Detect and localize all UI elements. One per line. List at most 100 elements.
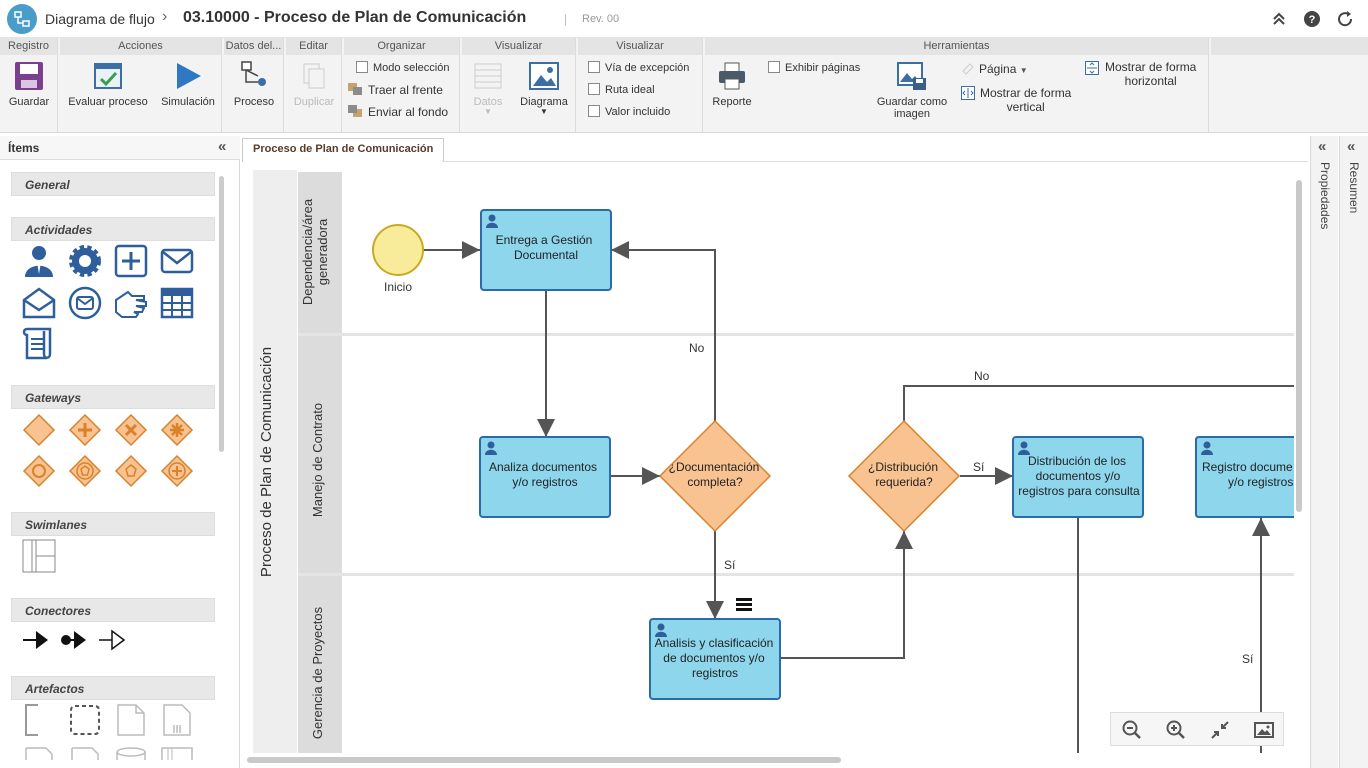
category-artifacts[interactable]: Artefactos — [11, 676, 215, 700]
script-task-icon[interactable] — [22, 327, 56, 361]
ideal-route-label: Ruta ideal — [605, 84, 655, 96]
start-event[interactable] — [372, 224, 424, 276]
sequence-flow-connector-icon[interactable] — [22, 626, 56, 654]
task-analisis-box[interactable] — [649, 618, 781, 700]
export-image-icon[interactable] — [1254, 720, 1274, 740]
process-button[interactable]: Proceso — [230, 60, 278, 108]
swimlane-icon[interactable] — [22, 539, 56, 573]
subprocess-icon[interactable] — [114, 244, 148, 278]
duplicate-button[interactable]: Duplicar — [291, 60, 337, 108]
send-to-back-button[interactable]: Enviar al fondo — [348, 105, 448, 119]
report-button[interactable]: Reporte — [709, 60, 755, 108]
sidebar-scrollbar[interactable] — [219, 176, 224, 452]
simulation-button[interactable]: Simulación — [160, 60, 216, 108]
category-connectors[interactable]: Conectores — [11, 598, 215, 622]
open-mail-icon[interactable] — [22, 286, 56, 320]
business-rule-table-icon[interactable] — [160, 286, 194, 320]
page-dropdown[interactable]: Página ▼ — [961, 61, 1028, 76]
exception-path-box[interactable] — [588, 61, 600, 73]
parallel-gateway-icon[interactable] — [68, 413, 102, 447]
task-analiza-box[interactable] — [479, 436, 611, 518]
tab-process-diagram[interactable]: Proceso de Plan de Comunicación — [242, 138, 445, 162]
show-pages-box[interactable] — [768, 61, 780, 73]
message-flow-connector-icon[interactable] — [60, 626, 94, 654]
task-entrega-box[interactable] — [480, 209, 612, 291]
data-view-dropdown[interactable]: Datos ▼ — [468, 60, 508, 116]
task-registro-fill[interactable] — [1196, 437, 1294, 517]
help-icon[interactable]: ? — [1303, 10, 1321, 28]
manual-task-hand-icon[interactable] — [114, 286, 148, 320]
lane-header-manejo[interactable] — [298, 336, 342, 573]
group-artifact-icon[interactable] — [68, 703, 102, 737]
expand-properties-icon[interactable]: « — [1318, 138, 1327, 155]
expand-summary-icon[interactable]: « — [1347, 138, 1356, 155]
evaluate-process-button[interactable]: Evaluar proceso — [66, 60, 150, 108]
flow-gateway-no-to-entrega[interactable] — [611, 241, 716, 421]
task-menu-icon[interactable] — [736, 598, 752, 611]
show-vertical-button[interactable]: Mostrar de forma vertical — [961, 86, 1071, 114]
task-distribucion-box[interactable] — [1012, 436, 1144, 518]
data-output-artifact-icon[interactable] — [68, 744, 102, 760]
fit-to-screen-icon[interactable] — [1210, 720, 1230, 740]
event-based-gateway-icon[interactable] — [68, 454, 102, 488]
exclusive-event-gateway-icon[interactable] — [114, 454, 148, 488]
ideal-route-box[interactable] — [588, 83, 600, 95]
bring-to-front-button[interactable]: Traer al frente — [348, 83, 443, 97]
service-task-gear-icon[interactable] — [68, 244, 102, 278]
module-name[interactable]: Diagrama de flujo — [45, 11, 155, 27]
selection-mode-box[interactable] — [356, 61, 368, 73]
category-general[interactable]: General — [11, 172, 215, 196]
send-mail-icon[interactable] — [160, 244, 194, 278]
included-value-box[interactable] — [588, 105, 600, 117]
annotation-artifact-icon[interactable] — [22, 703, 56, 737]
exception-path-checkbox[interactable]: Vía de excepción — [588, 61, 689, 74]
message-event-icon[interactable] — [68, 286, 102, 320]
canvas-vertical-scrollbar[interactable] — [1296, 180, 1302, 512]
properties-panel-collapsed[interactable]: « Propiedades — [1310, 136, 1338, 768]
show-horizontal-button[interactable]: Mostrar de forma horizontal — [1085, 60, 1196, 88]
document-artifact-icon[interactable] — [114, 703, 148, 737]
selection-mode-checkbox[interactable]: Modo selección — [356, 61, 449, 74]
zoom-in-icon[interactable] — [1166, 720, 1186, 740]
association-connector-icon[interactable] — [98, 626, 132, 654]
data-collection-artifact-icon[interactable] — [160, 703, 194, 737]
gateway-2-diamond[interactable] — [847, 419, 961, 533]
ideal-route-checkbox[interactable]: Ruta ideal — [588, 83, 655, 96]
category-swimlanes[interactable]: Swimlanes — [11, 512, 215, 536]
exclusive-gateway-icon[interactable] — [22, 413, 56, 447]
flow-analisis-to-gateway2[interactable] — [780, 531, 913, 659]
collapse-left-icon[interactable]: « — [218, 138, 227, 155]
category-gateways[interactable]: Gateways — [11, 385, 215, 409]
lane-header-dependencia[interactable] — [298, 172, 342, 333]
inclusive-gateway-icon[interactable] — [22, 454, 56, 488]
refresh-icon[interactable] — [1336, 10, 1354, 28]
flow-gateway2-no[interactable] — [903, 385, 1294, 421]
category-activities[interactable]: Actividades — [11, 217, 215, 241]
summary-panel-collapsed[interactable]: « Resumen — [1339, 136, 1368, 768]
included-value-checkbox[interactable]: Valor incluido — [588, 105, 670, 118]
gateway-1-diamond[interactable] — [658, 419, 772, 533]
group-datos-title: Datos del... — [224, 38, 283, 55]
diagram-view-dropdown[interactable]: Diagrama ▼ — [518, 60, 570, 116]
lane-artifact-icon[interactable] — [160, 744, 194, 760]
save-as-image-button[interactable]: Guardar como imagen — [873, 60, 951, 120]
data-object-artifact-icon[interactable] — [22, 744, 56, 760]
user-task-icon[interactable] — [22, 244, 56, 278]
canvas-horizontal-scrollbar[interactable] — [247, 757, 841, 763]
save-button[interactable]: Guardar — [6, 60, 52, 108]
collapse-up-icon[interactable] — [1270, 10, 1288, 28]
parallel-event-gateway-icon[interactable] — [160, 454, 194, 488]
complex-gateway-icon[interactable] — [160, 413, 194, 447]
zoom-out-icon[interactable] — [1122, 720, 1142, 740]
data-store-artifact-icon[interactable] — [114, 744, 148, 760]
exclusive-x-gateway-icon[interactable] — [114, 413, 148, 447]
lane-header-gerencia[interactable] — [298, 576, 342, 753]
show-pages-checkbox[interactable]: Exhibir páginas — [768, 61, 860, 74]
